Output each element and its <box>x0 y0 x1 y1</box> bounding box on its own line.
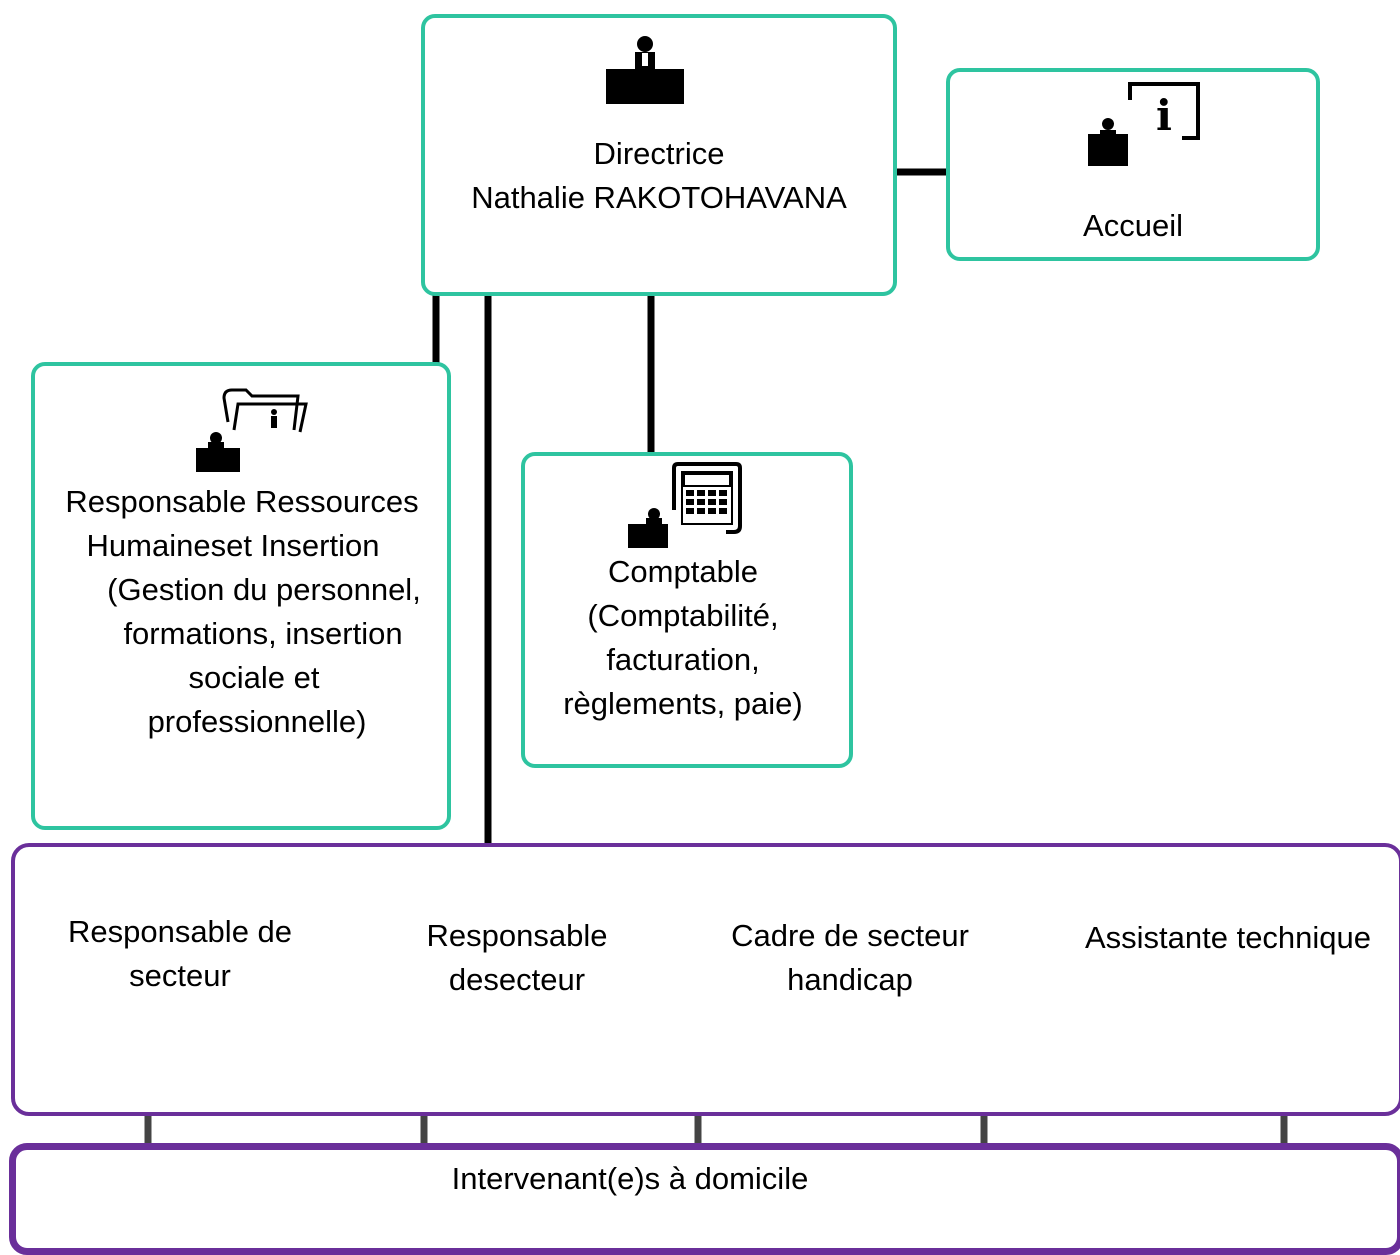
accounting-label: Comptable (Comptabilité, facturation, rè… <box>521 550 845 726</box>
reception-label: Accueil <box>946 204 1320 248</box>
hr-line-3: (Gestion du personnel, <box>107 572 421 607</box>
sector-item-3-line-1: Cadre de secteur <box>731 918 969 953</box>
director-label: Directrice Nathalie RAKOTOHAVANA <box>421 132 897 220</box>
reception-title: Accueil <box>1083 208 1183 243</box>
director-box <box>421 14 897 296</box>
home-workers-title: Intervenant(e)s à domicile <box>451 1161 809 1196</box>
sector-item-1-line-1: Responsable de <box>67 914 293 949</box>
sector-item-2-line-1: Responsable <box>426 918 608 953</box>
sector-item-1: Responsable de secteur <box>40 910 320 998</box>
sector-item-3: Cadre de secteur handicap <box>700 914 1000 1002</box>
hr-label: Responsable Ressources Humaineset Insert… <box>34 480 450 744</box>
personnel-folder-icon <box>196 388 308 472</box>
calculator-desk-icon <box>628 462 742 548</box>
accounting-line-1: Comptable <box>608 554 758 589</box>
information-desk-icon: i <box>1088 82 1200 166</box>
sector-item-2: Responsable desecteur <box>382 914 652 1002</box>
person-at-desk-icon <box>606 36 684 104</box>
home-workers-label: Intervenant(e)s à domicile <box>380 1157 880 1201</box>
accounting-line-2: (Comptabilité, <box>587 598 779 633</box>
accounting-line-4: règlements, paie) <box>563 686 803 721</box>
home-workers-box <box>9 1143 1400 1255</box>
hr-line-4: formations, insertion <box>123 616 403 651</box>
hr-box <box>31 362 451 830</box>
svg-text:i: i <box>1156 91 1172 140</box>
hr-line-5: sociale et <box>188 660 320 695</box>
hr-line-2: Humaineset Insertion <box>86 528 380 563</box>
sector-box <box>11 843 1400 1116</box>
accounting-line-3: facturation, <box>606 642 760 677</box>
director-title: Directrice <box>593 136 725 171</box>
sector-item-4-line-1: Assistante technique <box>1084 920 1372 955</box>
sector-item-2-line-2: desecteur <box>448 962 586 997</box>
director-name: Nathalie RAKOTOHAVANA <box>471 180 847 215</box>
hr-line-6: professionnelle) <box>147 704 367 739</box>
sector-item-1-line-2: secteur <box>129 958 231 993</box>
reception-box <box>946 68 1320 261</box>
hr-line-1: Responsable Ressources <box>65 484 419 519</box>
sector-item-4: Assistante technique <box>1060 916 1396 960</box>
sector-item-3-line-2: handicap <box>787 962 913 997</box>
